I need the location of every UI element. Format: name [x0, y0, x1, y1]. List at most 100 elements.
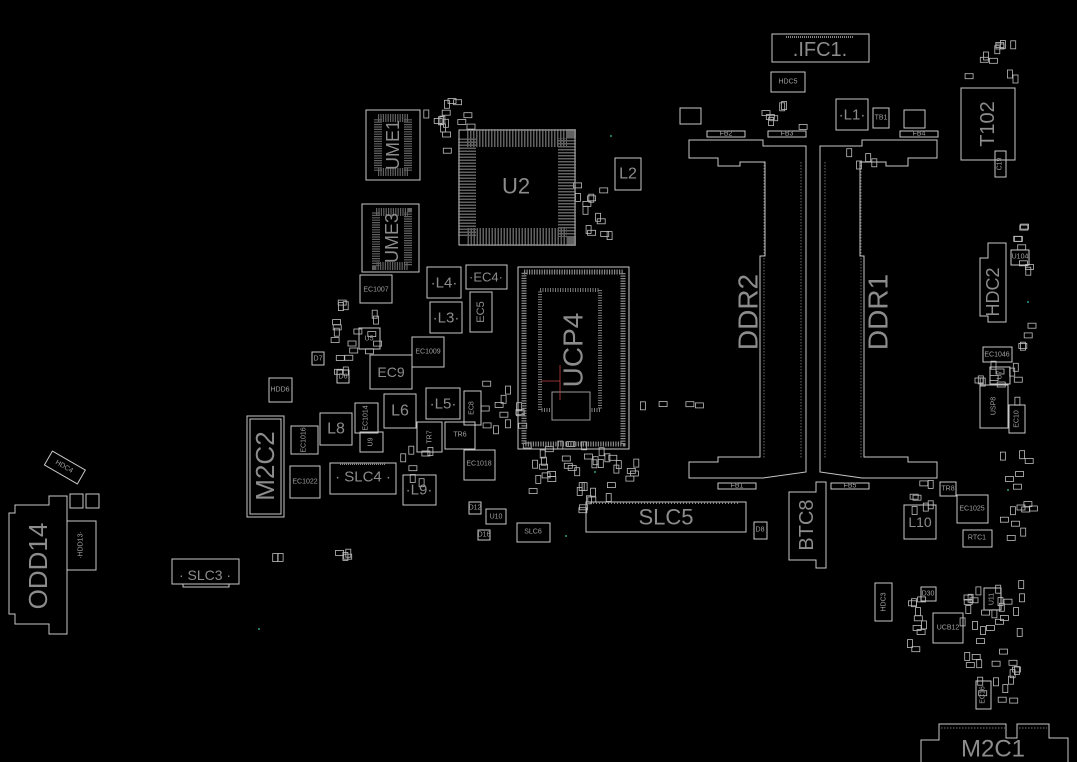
passive-component[interactable]: [846, 148, 853, 158]
passive-component[interactable]: [911, 646, 921, 653]
component-ddr1[interactable]: DDR1: [819, 139, 938, 479]
passive-component[interactable]: [1019, 224, 1029, 231]
passive-component[interactable]: [1008, 675, 1014, 685]
passive-component[interactable]: [917, 596, 926, 603]
passive-component[interactable]: [504, 419, 511, 429]
component-slc4[interactable]: · SLC4 ·: [329, 462, 397, 495]
passive-component[interactable]: [916, 629, 926, 635]
passive-component[interactable]: [1027, 322, 1037, 329]
component-l9[interactable]: ·L9·: [402, 474, 437, 506]
passive-component[interactable]: [539, 463, 548, 470]
passive-component[interactable]: [344, 354, 354, 361]
passive-component[interactable]: [342, 301, 349, 311]
passive-component[interactable]: [965, 662, 975, 668]
component-ec1025[interactable]: EC1025: [956, 494, 989, 524]
component-hdc5[interactable]: HDC5: [770, 71, 806, 93]
passive-component[interactable]: [921, 620, 927, 630]
component-tr8[interactable]: TR8: [939, 481, 957, 497]
passive-component[interactable]: [927, 479, 934, 489]
component-ifc1[interactable]: .IFC1.: [771, 33, 870, 63]
passive-component[interactable]: [587, 229, 596, 236]
passive-component[interactable]: [911, 506, 918, 515]
component-l8[interactable]: L8: [319, 412, 353, 446]
component-d7[interactable]: D7: [311, 351, 325, 366]
component-hdc4[interactable]: HDC4: [43, 450, 87, 485]
passive-component[interactable]: [1013, 483, 1022, 490]
component-odd14[interactable]: ODD14: [8, 495, 68, 635]
component-l5[interactable]: ·L5·: [425, 387, 461, 420]
passive-component[interactable]: [505, 385, 512, 395]
passive-component[interactable]: [999, 648, 1008, 655]
passive-component[interactable]: [592, 456, 599, 466]
component-ec5[interactable]: EC5: [469, 291, 493, 333]
passive-component[interactable]: [423, 109, 430, 119]
passive-component[interactable]: [581, 441, 588, 451]
passive-component[interactable]: [353, 328, 363, 335]
component-ume1[interactable]: UME1: [365, 109, 421, 181]
passive-component[interactable]: [482, 422, 492, 429]
passive-component[interactable]: [909, 493, 919, 500]
passive-component[interactable]: [582, 200, 592, 207]
passive-component[interactable]: [345, 548, 352, 558]
passive-component[interactable]: [1013, 376, 1023, 383]
component-hdc3[interactable]: HDC3: [874, 582, 893, 622]
passive-component[interactable]: [871, 158, 878, 168]
passive-component[interactable]: [1010, 40, 1017, 50]
passive-component[interactable]: [587, 195, 596, 202]
passive-component[interactable]: [528, 488, 538, 495]
passive-component[interactable]: [779, 102, 786, 112]
passive-component[interactable]: [967, 593, 974, 603]
passive-component[interactable]: [600, 231, 610, 237]
passive-component[interactable]: [535, 474, 542, 484]
passive-component[interactable]: [1002, 684, 1009, 693]
component-ume3[interactable]: UME3: [361, 203, 420, 273]
passive-component[interactable]: [421, 450, 431, 457]
component-hdd13[interactable]: ·HDD13·: [66, 493, 100, 571]
passive-component[interactable]: [427, 446, 434, 456]
component-ec1007[interactable]: EC1007: [359, 274, 393, 304]
passive-component[interactable]: [586, 495, 592, 505]
component-ucp4[interactable]: UCP4: [517, 266, 630, 450]
component-ec1046[interactable]: EC1046: [982, 346, 1013, 363]
passive-component[interactable]: [343, 553, 353, 560]
passive-component[interactable]: [371, 309, 378, 319]
passive-component[interactable]: [990, 360, 997, 370]
passive-component[interactable]: [625, 475, 635, 482]
passive-component[interactable]: [541, 472, 551, 479]
passive-component[interactable]: [373, 340, 383, 347]
passive-component[interactable]: [974, 377, 984, 384]
passive-component[interactable]: [349, 347, 359, 354]
passive-component[interactable]: [334, 368, 343, 375]
component-l6[interactable]: L6: [383, 393, 417, 429]
passive-component[interactable]: [986, 625, 995, 631]
component-hdd6[interactable]: HDD6: [268, 377, 293, 403]
passive-component[interactable]: [1020, 341, 1026, 351]
passive-component[interactable]: [1009, 697, 1019, 704]
passive-component[interactable]: [335, 355, 345, 361]
passive-component[interactable]: [994, 45, 1001, 55]
passive-component[interactable]: [630, 470, 639, 477]
passive-component[interactable]: [1021, 506, 1031, 513]
passive-component[interactable]: [1012, 74, 1019, 84]
passive-component[interactable]: [995, 584, 1002, 594]
passive-component[interactable]: [1017, 244, 1027, 251]
passive-component[interactable]: [964, 73, 974, 80]
passive-component[interactable]: [1012, 362, 1019, 372]
passive-component[interactable]: [539, 449, 546, 459]
passive-component[interactable]: [1010, 506, 1016, 516]
component-d30[interactable]: D30: [920, 586, 937, 602]
passive-component[interactable]: [991, 609, 998, 619]
passive-component[interactable]: [1018, 342, 1028, 349]
passive-component[interactable]: [585, 225, 592, 234]
passive-component[interactable]: [1000, 451, 1006, 461]
passive-component[interactable]: [598, 447, 605, 457]
passive-component[interactable]: [347, 340, 357, 347]
passive-component[interactable]: [1024, 458, 1034, 464]
component-ec1016[interactable]: EC1016: [290, 425, 319, 455]
passive-component[interactable]: [856, 160, 862, 170]
passive-component[interactable]: [1020, 223, 1029, 230]
passive-component[interactable]: [1019, 450, 1025, 460]
passive-component[interactable]: [911, 598, 917, 608]
component-m2c2[interactable]: M2C2: [246, 415, 285, 518]
component-u10[interactable]: U10: [485, 508, 507, 525]
